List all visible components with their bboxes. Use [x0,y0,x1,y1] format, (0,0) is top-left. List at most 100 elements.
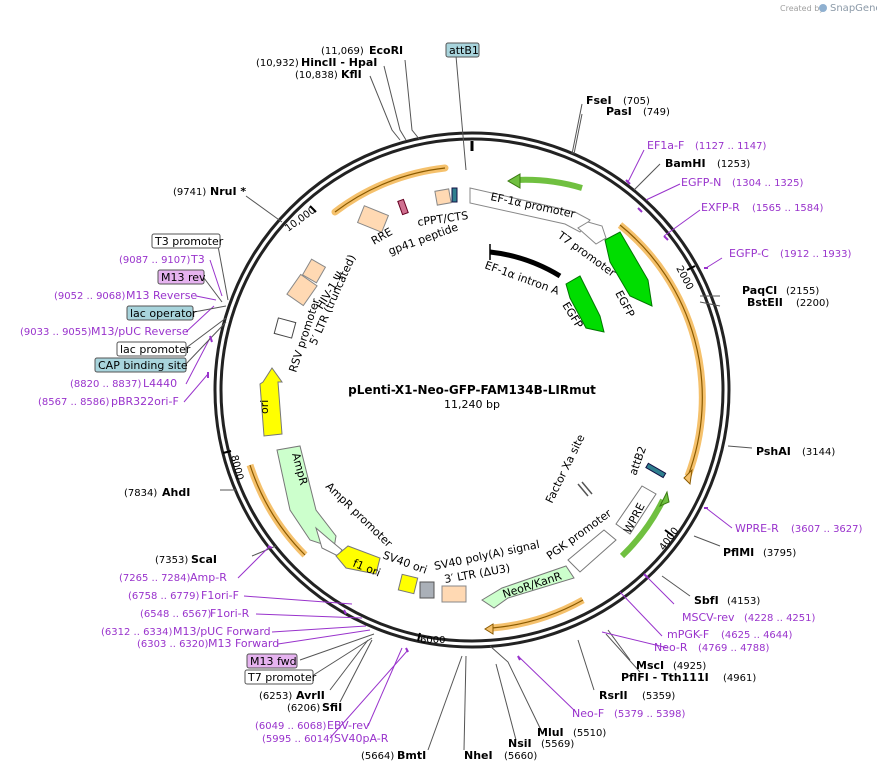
site-nhei: NheI(5660) [464,749,537,762]
svg-text:(1565 .. 1584): (1565 .. 1584) [752,203,824,214]
factor-xa-site: Factor Xa site [543,432,593,505]
svg-text:WPRE-R: WPRE-R [735,522,779,535]
svg-text:BamHI: BamHI [665,157,706,170]
primer-exfp-r: EXFP-R(1565 .. 1584) [701,201,824,214]
orange-arc-bottom [491,596,585,632]
svg-text:EGFP-C: EGFP-C [729,247,769,260]
svg-text:(5660): (5660) [504,751,537,762]
svg-text:(8820 .. 8837): (8820 .. 8837) [70,379,142,390]
site-rsrii: RsrII(5359) [599,689,675,702]
svg-text:ScaI: ScaI [191,553,217,566]
svg-text:lac operator: lac operator [130,307,197,320]
svg-text:SV40 ori: SV40 ori [381,549,429,577]
box-m13-fwd: M13 fwd [246,653,298,669]
ori-arrow: ori [258,367,283,437]
svg-text:FseI: FseI [586,94,612,107]
site-pflfi-tth111i: PflFI - Tth111I(4961) [621,671,756,684]
svg-text:(6312 .. 6334): (6312 .. 6334) [101,627,173,638]
svg-text:(5379 .. 5398): (5379 .. 5398) [614,709,686,720]
svg-text:EF-1α intron A: EF-1α intron A [483,259,562,298]
site-scai: (7353)ScaI [155,553,217,566]
svg-text:(4925): (4925) [673,661,706,672]
backbone-inner [219,137,725,643]
svg-text:6000: 6000 [420,635,445,646]
site-pflmi: PflMI(3795) [723,546,796,559]
svg-text:F1ori-R: F1ori-R [210,607,250,620]
svg-text:(9052 .. 9068): (9052 .. 9068) [54,291,126,302]
svg-text:AvrII: AvrII [296,689,325,702]
svg-text:(4228 .. 4251): (4228 .. 4251) [744,613,816,624]
svg-text:(4153): (4153) [727,596,760,607]
box-lac-operator: lac operator [126,305,197,321]
svg-text:PflFI - Tth111I: PflFI - Tth111I [621,671,709,684]
site-avrii: (6253) AvrII [259,689,325,702]
svg-text:EcoRI: EcoRI [369,44,403,57]
svg-text:PasI: PasI [606,105,632,118]
svg-text:CAP binding site: CAP binding site [98,359,188,372]
svg-text:4000: 4000 [658,526,682,553]
svg-text:(3144): (3144) [802,447,835,458]
svg-text:PaqCI: PaqCI [742,284,777,297]
svg-text:F1ori-F: F1ori-F [201,589,239,602]
primer-f1ori-r: (6548 .. 6567)F1ori-R [140,607,250,620]
primer-sv40pa-r: (5995 .. 6014)SV40pA-R [262,732,389,745]
svg-text:NsiI: NsiI [508,737,532,750]
svg-text:(749): (749) [643,107,670,118]
box-t3-promoter: T3 promoter [151,233,224,249]
svg-text:(4625 .. 4644): (4625 .. 4644) [721,630,793,641]
svg-text:(6303 .. 6320): (6303 .. 6320) [137,639,209,650]
plasmid-length: 11,240 bp [444,398,500,411]
ef1a-intron-a: EF-1α intron A [483,244,562,298]
svg-text:(5664): (5664) [361,751,394,762]
svg-text:Neo-R: Neo-R [654,641,688,654]
svg-text:attB2: attB2 [627,444,649,477]
pgk-promoter-arrow: PGK promoter [544,506,617,573]
svg-text:Factor Xa site: Factor Xa site [543,432,588,505]
svg-text:M13 Forward: M13 Forward [208,637,279,650]
svg-text:SV40pA-R: SV40pA-R [334,732,389,745]
primer-egfp-c: EGFP-C(1912 .. 1933) [729,247,852,260]
site-msci: MscI (4925) [636,659,706,672]
ampr-arrow: AmpR [276,445,337,549]
svg-text:(5510): (5510) [573,728,606,739]
svg-text:PflMI: PflMI [723,546,754,559]
svg-text:(3607 .. 3627): (3607 .. 3627) [791,524,863,535]
site-bmti: (5664)BmtI [361,749,426,762]
svg-text:(8567 .. 8586): (8567 .. 8586) [38,397,110,408]
site-nrui: (9741)NruI * [173,185,246,198]
svg-text:(1304 .. 1325): (1304 .. 1325) [732,178,804,189]
boxed-leader-lines [185,55,467,677]
svg-text:(7834): (7834) [124,488,157,499]
svg-text:ori: ori [258,400,271,414]
primer-ebv-rev: (6049 .. 6068)EBV-rev [255,719,370,732]
svg-text:KflI: KflI [341,68,362,81]
box-t7-promoter: T7 promoter [244,669,317,685]
svg-text:(2200): (2200) [796,298,829,309]
created-by-label: Created by [780,4,824,13]
gp41-peptide: gp41 peptide [387,198,460,258]
primer-wpre-r: WPRE-R (3607 .. 3627) [735,522,863,535]
svg-text:(6049 .. 6068): (6049 .. 6068) [255,721,327,732]
site-ahdi: (7834)AhdI [124,486,190,499]
svg-text:BmtI: BmtI [397,749,426,762]
svg-text:(4769 .. 4788): (4769 .. 4788) [698,643,770,654]
primer-ef1a-f: EF1a-F (1127 .. 1147) [647,139,767,152]
backbone-outer [213,131,731,649]
site-bsteii: BstEII(2200) [747,296,829,309]
svg-text:lac promoter: lac promoter [120,343,191,356]
primer-mscv-rev: MSCV-rev(4228 .. 4251) [682,611,816,624]
svg-text:MluI: MluI [537,726,564,739]
svg-text:MscI: MscI [636,659,664,672]
svg-text:Amp-R: Amp-R [190,571,227,584]
svg-text:EF1a-F: EF1a-F [647,139,684,152]
svg-text:(1127 .. 1147): (1127 .. 1147) [695,141,767,152]
svg-text:pBR322ori-F: pBR322ori-F [111,395,179,408]
primer-l4440: (8820 .. 8837)L4440 [70,377,177,390]
svg-text:M13 Reverse: M13 Reverse [126,289,197,302]
svg-text:(6253): (6253) [259,691,292,702]
svg-text:(9033 .. 9055): (9033 .. 9055) [20,327,92,338]
svg-text:(9741): (9741) [173,187,206,198]
primer-f1ori-f: (6758 .. 6779)F1ori-F [128,589,239,602]
primer-t3: (9087 .. 9107)T3 [119,253,205,266]
